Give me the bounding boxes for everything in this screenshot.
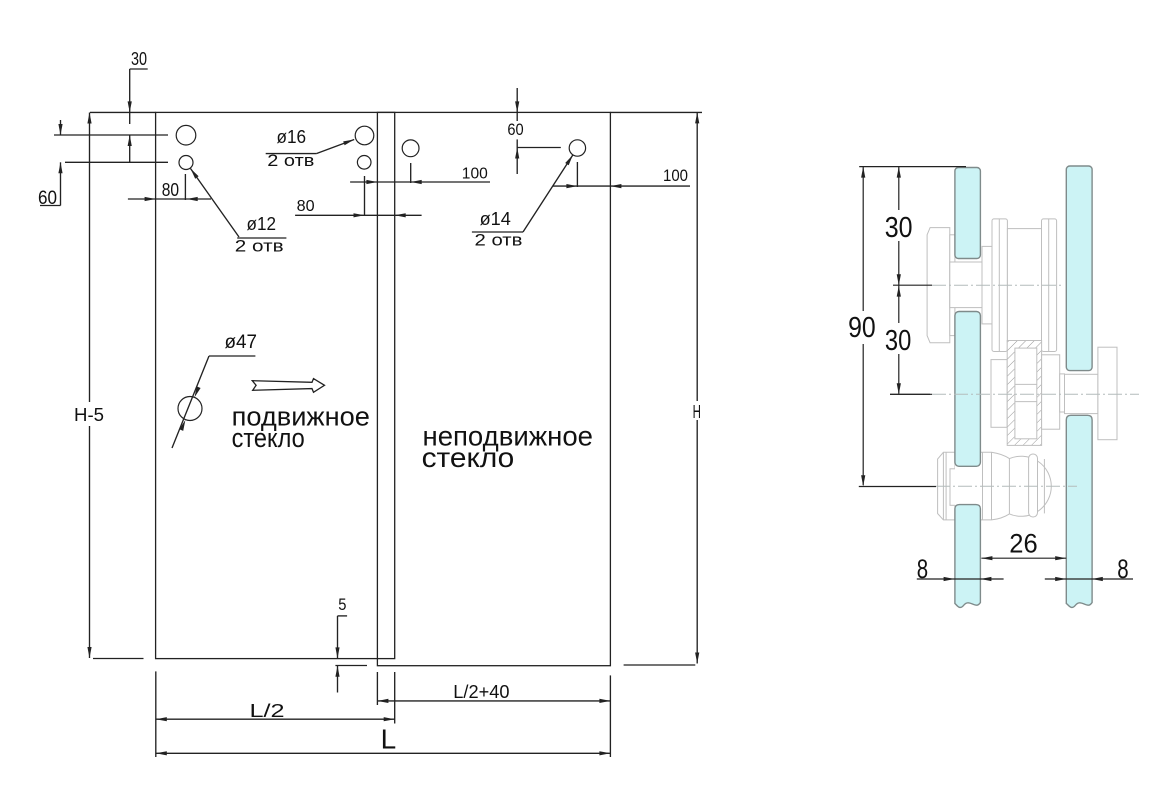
svg-text:90: 90 — [848, 312, 876, 344]
svg-text:60: 60 — [38, 188, 57, 209]
svg-text:26: 26 — [1009, 529, 1037, 559]
svg-text:стекло: стекло — [422, 442, 515, 473]
svg-text:5: 5 — [338, 595, 346, 614]
svg-text:ø47: ø47 — [225, 332, 258, 353]
svg-text:ø16: ø16 — [277, 127, 307, 147]
svg-text:L/2+40: L/2+40 — [453, 682, 509, 702]
svg-text:30: 30 — [885, 212, 913, 244]
svg-text:2 отв: 2 отв — [235, 237, 284, 256]
svg-text:30: 30 — [885, 325, 911, 357]
svg-text:30: 30 — [131, 49, 147, 69]
svg-text:подвижное: подвижное — [232, 401, 370, 431]
svg-text:100: 100 — [663, 166, 688, 185]
svg-text:100: 100 — [462, 165, 488, 182]
svg-text:8: 8 — [1117, 554, 1128, 584]
svg-text:80: 80 — [162, 180, 179, 200]
svg-text:2 отв: 2 отв — [267, 151, 314, 170]
svg-text:неподвижное: неподвижное — [423, 421, 594, 452]
svg-text:стекло: стекло — [232, 423, 305, 453]
svg-text:80: 80 — [297, 198, 315, 215]
svg-text:H: H — [693, 402, 701, 422]
svg-text:ø12: ø12 — [247, 214, 277, 234]
svg-text:L: L — [381, 724, 397, 755]
svg-text:H-5: H-5 — [74, 405, 104, 425]
svg-text:ø14: ø14 — [480, 209, 511, 229]
svg-text:L/2: L/2 — [250, 701, 285, 721]
svg-text:8: 8 — [917, 554, 928, 584]
svg-text:2 отв: 2 отв — [475, 231, 523, 250]
svg-text:60: 60 — [507, 120, 523, 139]
